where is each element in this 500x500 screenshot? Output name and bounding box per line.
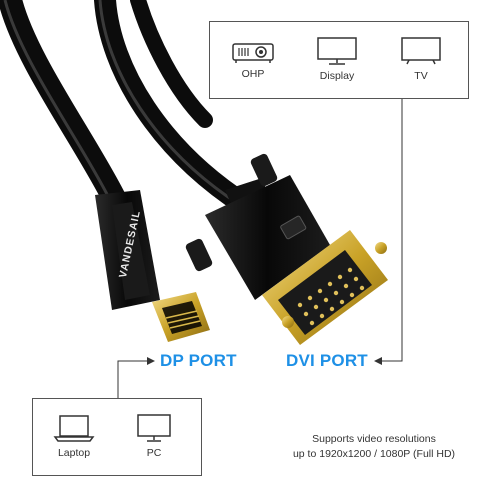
pc-monitor-icon <box>137 414 171 442</box>
device-label-ohp: OHP <box>241 68 265 80</box>
support-line-1: Supports video resolutions <box>312 433 436 445</box>
dp-connector-line <box>117 360 147 398</box>
device-display: Display <box>302 36 372 82</box>
resolution-support-text: Supports video resolutions up to 1920x12… <box>268 432 480 462</box>
support-line-2: up to 1920x1200 / 1080P (Full HD) <box>292 448 456 460</box>
dvi-connector <box>185 153 388 345</box>
projector-icon <box>232 43 274 63</box>
device-label-display: Display <box>319 70 355 82</box>
cable-strand-dp <box>0 0 127 212</box>
dp-port-label: DP PORT <box>160 351 237 370</box>
tv-icon <box>401 37 441 65</box>
dp-connector <box>95 190 210 342</box>
device-label-laptop: Laptop <box>57 447 91 459</box>
dvi-connector-line <box>382 98 403 362</box>
device-ohp: OHP <box>218 38 288 80</box>
device-tv: TV <box>386 36 456 82</box>
output-devices-box: OHP Display TV <box>209 21 469 99</box>
device-label-tv: TV <box>414 70 428 82</box>
dvi-port-label: DVI PORT <box>286 351 368 370</box>
device-laptop: Laptop <box>39 413 109 459</box>
cable-strand-dvi <box>94 0 256 216</box>
device-pc: PC <box>119 413 189 459</box>
laptop-icon <box>53 415 95 442</box>
monitor-icon <box>317 37 357 65</box>
device-label-pc: PC <box>146 447 162 459</box>
input-devices-box: Laptop PC <box>32 398 202 476</box>
